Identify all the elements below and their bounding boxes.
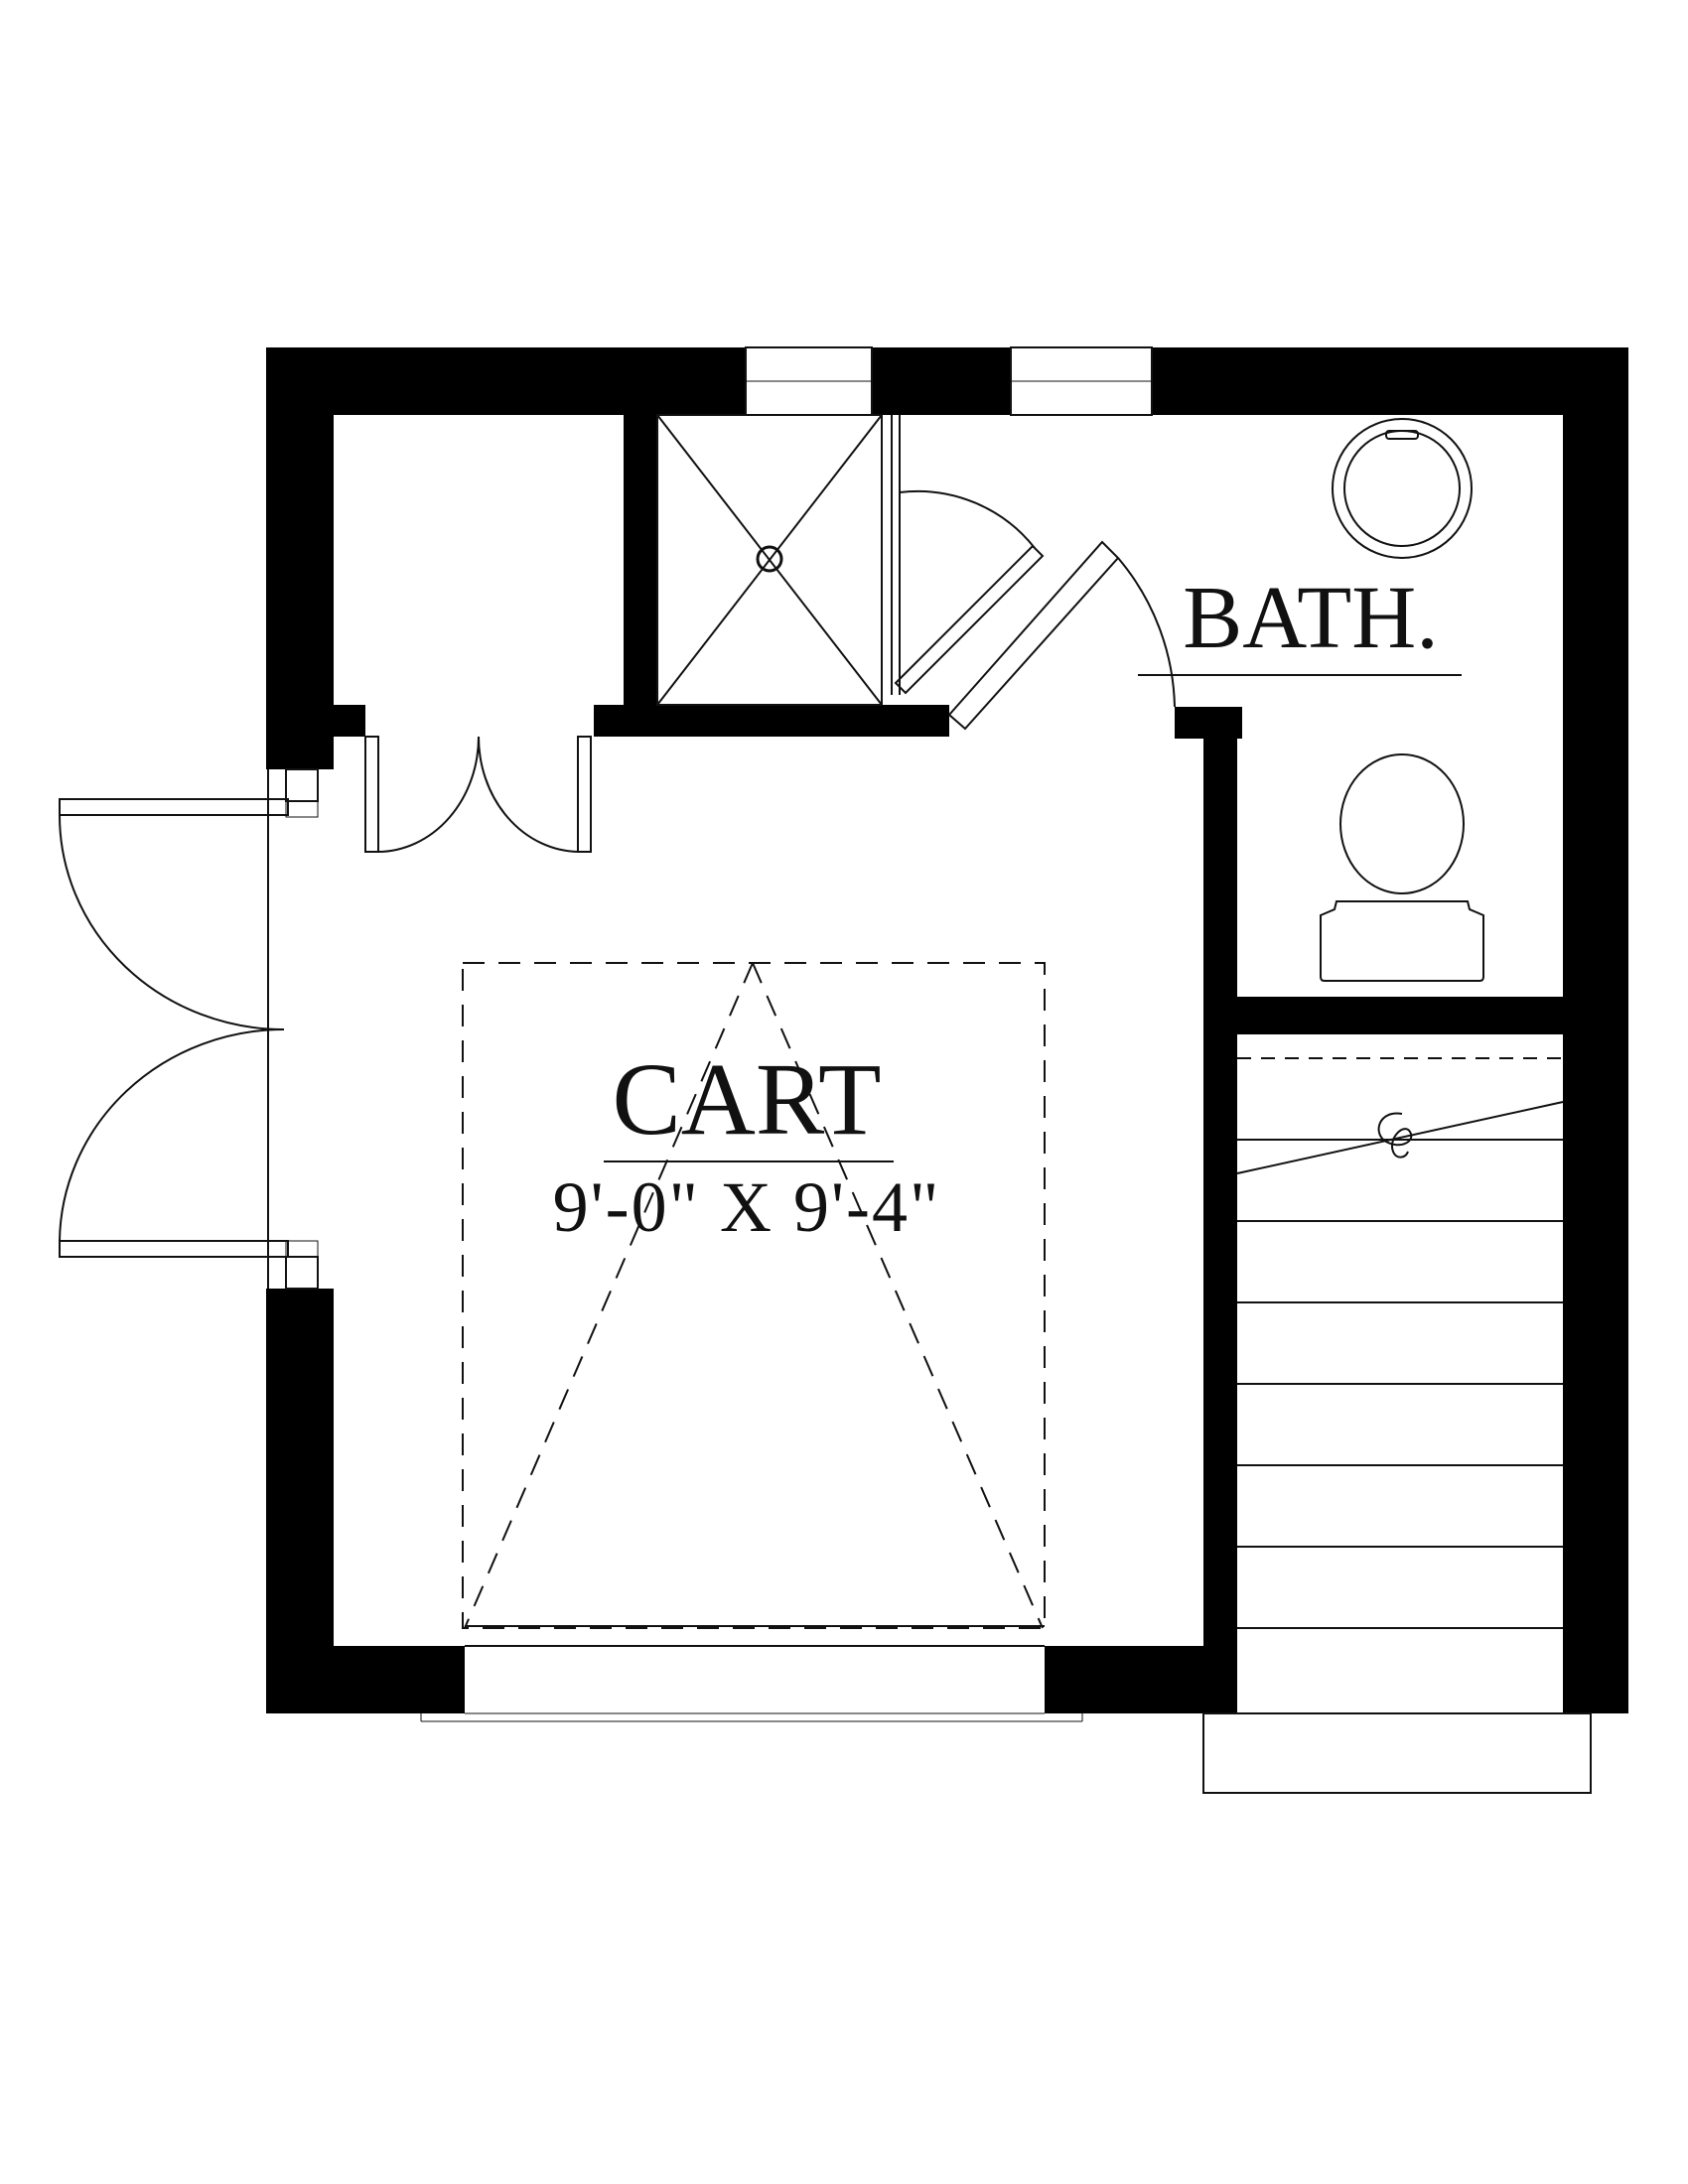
shower-drain-icon bbox=[756, 545, 783, 573]
lavatory-bowl bbox=[1343, 430, 1461, 547]
toilet-bowl-icon bbox=[1339, 753, 1465, 894]
left-wall-lower bbox=[266, 1289, 334, 1713]
top-wall-right bbox=[1152, 347, 1628, 415]
shower-slope-line-2 bbox=[656, 414, 883, 706]
entry-door-upper-swing bbox=[59, 814, 285, 1030]
left-wall-upper-jamb bbox=[334, 705, 365, 737]
cart-room-dimensions: 9'-0" X 9'-4" bbox=[553, 1167, 941, 1247]
shower bbox=[656, 414, 901, 706]
closet-door-left-leaf bbox=[364, 736, 379, 853]
stair-landing bbox=[1202, 1712, 1592, 1794]
entry-jamb-top-outer bbox=[285, 768, 319, 802]
left-wall-upper bbox=[266, 347, 334, 769]
right-outer-wall bbox=[1563, 347, 1628, 1713]
lavatory-faucet bbox=[1385, 430, 1419, 440]
closet-door-right-swing bbox=[478, 736, 579, 853]
entry-jamb-top-inner bbox=[285, 768, 319, 818]
top-wall-middle bbox=[872, 347, 1011, 415]
labels: BATH. CART 9'-0" X 9'-4" bbox=[553, 569, 1462, 1247]
bottom-wall-left bbox=[266, 1646, 465, 1713]
entry-door-lower-leaf bbox=[59, 1240, 289, 1258]
garage-opening bbox=[420, 1625, 1083, 1722]
toilet-tank-icon bbox=[1320, 900, 1484, 982]
walls bbox=[266, 347, 1628, 1713]
bath-doors bbox=[894, 489, 1176, 731]
bath-room-label: BATH. bbox=[1183, 569, 1439, 667]
shower-bottom-wall bbox=[594, 705, 949, 737]
closet-door-right-leaf bbox=[577, 736, 592, 853]
stair-break-symbol-icon bbox=[1377, 1112, 1413, 1159]
entry-double-doors bbox=[59, 768, 319, 1290]
bath-entry-door-leaf bbox=[947, 540, 1120, 731]
closet-doors bbox=[364, 736, 592, 853]
lavatory-sink-icon bbox=[1332, 418, 1473, 559]
cart-room-label: CART bbox=[612, 1042, 881, 1157]
stairs bbox=[1202, 1057, 1592, 1794]
bath-fixtures bbox=[1320, 418, 1484, 982]
bath-stair-wall bbox=[1237, 997, 1563, 1034]
entry-jamb-bottom-outer bbox=[285, 1256, 319, 1290]
shower-door-leaf bbox=[894, 544, 1045, 695]
entry-door-lower-swing bbox=[59, 1028, 285, 1242]
top-wall-left bbox=[266, 347, 746, 415]
entry-jamb-bottom-inner bbox=[285, 1240, 319, 1290]
cart-outline bbox=[462, 962, 1046, 1629]
stair-break-line bbox=[1236, 1101, 1564, 1174]
shower-pan bbox=[656, 414, 883, 706]
cart-outline-diagonal-left bbox=[464, 962, 754, 1629]
bath-entry-door-swing bbox=[1117, 557, 1176, 708]
entry-door-upper-leaf bbox=[59, 798, 289, 816]
closet-door-left-swing bbox=[377, 736, 480, 853]
closet-divider-wall bbox=[624, 347, 657, 705]
center-partition-wall bbox=[1203, 707, 1237, 1713]
shower-door-swing bbox=[899, 489, 1036, 549]
cart-outline-diagonal-right bbox=[752, 962, 1044, 1629]
